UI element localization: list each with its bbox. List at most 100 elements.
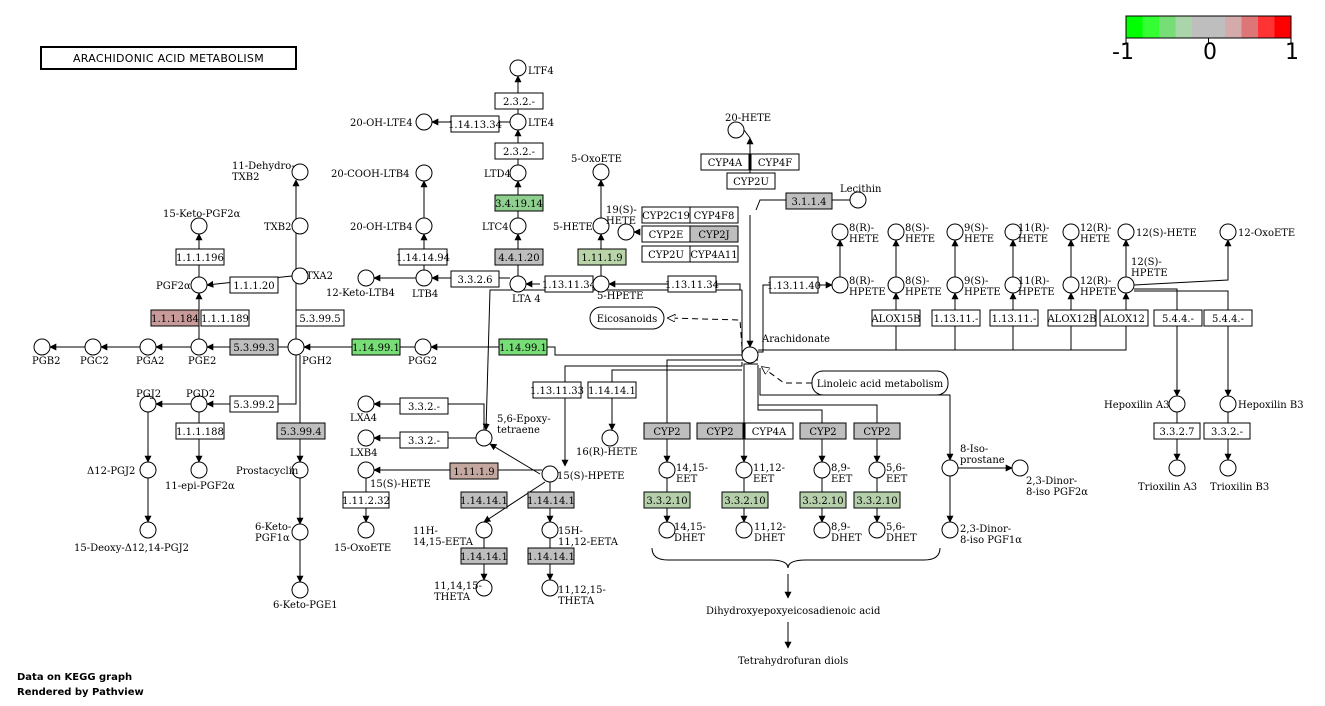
- compound-node[interactable]: 11(R)-HETE: [1004, 223, 1049, 245]
- enzyme-1-14-99-1[interactable]: 1.14.99.1: [351, 338, 401, 356]
- compound-node[interactable]: Trioxilin B3: [1210, 459, 1269, 493]
- enzyme-3-3-2-10[interactable]: 3.3.2.10: [721, 491, 769, 509]
- enzyme-CYP2[interactable]: CYP2: [643, 422, 691, 440]
- compound-node[interactable]: PGD2: [186, 389, 215, 413]
- compound-node[interactable]: PGJ2: [136, 389, 161, 413]
- enzyme-CYP2[interactable]: CYP2: [696, 422, 744, 440]
- compound-node[interactable]: 6-Keto-PGE1: [273, 581, 338, 611]
- enzyme-1-14-14-1[interactable]: 1.14.14.1: [460, 547, 508, 565]
- compound-node[interactable]: 20-HETE: [725, 113, 771, 139]
- compound-node[interactable]: 11-Dehydro-TXB2: [232, 161, 309, 183]
- compound-node[interactable]: 2,3-Dinor-8-iso PGF1α: [941, 521, 1022, 546]
- compound-node[interactable]: 9(S)-HETE: [946, 223, 994, 245]
- compound-node[interactable]: 6-Keto-PGF1α: [255, 522, 309, 544]
- enzyme-3-1-1-4[interactable]: 3.1.1.4: [785, 192, 833, 210]
- compound-node[interactable]: 12(S)-HPETE: [1117, 257, 1168, 294]
- compound-node[interactable]: Trioxilin A3: [1138, 459, 1197, 493]
- compound-node[interactable]: 11,12-EET: [735, 461, 785, 485]
- enzyme-CYP2E[interactable]: CYP2E: [641, 225, 691, 243]
- compound-node[interactable]: PGA2: [136, 338, 164, 367]
- enzyme-ALOX12B[interactable]: ALOX12B: [1046, 309, 1097, 327]
- compound-node[interactable]: Prostacyclin: [236, 461, 309, 479]
- compound-node[interactable]: 8(R)-HETE: [831, 223, 879, 245]
- compound-node[interactable]: 15(S)-HETE: [357, 461, 431, 490]
- enzyme-5-3-99-5[interactable]: 5.3.99.5: [295, 309, 345, 327]
- enzyme-CYP2U[interactable]: CYP2U: [726, 172, 776, 190]
- compound-node[interactable]: 8,9-EET: [813, 461, 853, 485]
- enzyme-5-4-4-[interactable]: 5.4.4.-: [1153, 309, 1203, 327]
- compound-node[interactable]: 5,6-DHET: [868, 521, 917, 544]
- compound-node[interactable]: 11H-14,15-EETA: [413, 521, 493, 548]
- compound-node[interactable]: 15(S)-HPETE: [541, 465, 624, 483]
- enzyme-1-14-14-1[interactable]: 1.14.14.1: [527, 491, 575, 509]
- enzyme-1-14-99-1[interactable]: 1.14.99.1: [498, 338, 548, 356]
- enzyme-1-14-14-1[interactable]: 1.14.14.1: [460, 491, 508, 509]
- compound-node[interactable]: 11,12-DHET: [735, 521, 786, 544]
- enzyme-1-11-1-9[interactable]: 1.11.1.9: [577, 248, 627, 266]
- compound-node[interactable]: 15H-11,12-EETA: [541, 521, 619, 548]
- enzyme-CYP4F[interactable]: CYP4F: [750, 153, 800, 171]
- compound-node[interactable]: LTD4: [484, 164, 527, 182]
- enzyme-3-3-2-10[interactable]: 3.3.2.10: [643, 491, 691, 509]
- map-link-m2[interactable]: Linoleic acid metabolism: [811, 370, 949, 396]
- enzyme-1-13-11-[interactable]: 1.13.11.-: [989, 309, 1039, 327]
- compound-node[interactable]: 12(R)-HPETE: [1062, 276, 1117, 298]
- enzyme-1-1-1-189[interactable]: 1.1.1.189: [200, 309, 250, 327]
- enzyme-3-3-2-[interactable]: 3.3.2.-: [399, 431, 449, 449]
- enzyme-1-13-11-34[interactable]: 1.13.11.34: [665, 275, 719, 293]
- compound-node[interactable]: 5,6-EET: [868, 461, 908, 485]
- enzyme-1-13-11-34[interactable]: 1.13.11.34: [542, 275, 596, 293]
- compound-node[interactable]: 11,12,15-THETA: [541, 579, 606, 607]
- enzyme-2-3-2-[interactable]: 2.3.2.-: [494, 92, 544, 110]
- compound-node[interactable]: PGE2: [188, 338, 216, 367]
- enzyme-1-11-2-32[interactable]: 1.11.2.32: [342, 491, 390, 509]
- compound-node[interactable]: 20-COOH-LTB4: [331, 164, 433, 182]
- compound-node[interactable]: 20-OH-LTB4: [350, 217, 433, 235]
- compound-node[interactable]: 12-Keto-LTB4: [326, 269, 395, 299]
- enzyme-3-3-2-6[interactable]: 3.3.2.6: [450, 270, 500, 288]
- compound-node[interactable]: 5,6-Epoxy-tetraene: [475, 414, 551, 447]
- compound-node[interactable]: 12(S)-HETE: [1117, 223, 1197, 241]
- enzyme-1-14-13-34[interactable]: 1.14.13.34: [448, 115, 502, 133]
- enzyme-CYP2J[interactable]: CYP2J: [689, 225, 739, 243]
- enzyme-3-3-2-10[interactable]: 3.3.2.10: [799, 491, 847, 509]
- compound-node[interactable]: LTE4: [509, 113, 554, 131]
- compound-node[interactable]: Lecithin: [840, 184, 882, 209]
- enzyme-CYP4F8[interactable]: CYP4F8: [689, 206, 739, 224]
- enzyme-3-3-2-[interactable]: 3.3.2.-: [1203, 422, 1251, 440]
- enzyme-CYP4A[interactable]: CYP4A: [700, 153, 750, 171]
- enzyme-1-14-14-1[interactable]: 1.14.14.1: [527, 547, 575, 565]
- enzyme-1-1-1-196[interactable]: 1.1.1.196: [175, 248, 225, 266]
- enzyme-1-14-14-1[interactable]: 1.14.14.1: [587, 381, 637, 399]
- enzyme-CYP4A11[interactable]: CYP4A11: [689, 245, 739, 263]
- enzyme-3-3-2-[interactable]: 3.3.2.-: [399, 397, 449, 415]
- enzyme-1-13-11-40[interactable]: 1.13.11.40: [767, 276, 821, 294]
- enzyme-CYP2[interactable]: CYP2: [853, 422, 901, 440]
- enzyme-3-4-19-14[interactable]: 3.4.19.14: [494, 194, 544, 212]
- compound-node[interactable]: 5-OxoETE: [571, 154, 622, 181]
- enzyme-1-13-11-33[interactable]: 1.13.11.33: [530, 381, 584, 399]
- enzyme-1-1-1-188[interactable]: 1.1.1.188: [175, 422, 225, 440]
- compound-node[interactable]: 8(S)-HETE: [887, 223, 935, 245]
- compound-node[interactable]: 19(S)-HETE: [606, 205, 637, 241]
- enzyme-5-4-4-[interactable]: 5.4.4.-: [1203, 309, 1253, 327]
- compound-node[interactable]: 14,15-EET: [658, 461, 708, 485]
- enzyme-3-3-2-7[interactable]: 3.3.2.7: [1153, 422, 1201, 440]
- compound-node[interactable]: LTB4: [412, 269, 438, 300]
- compound-node[interactable]: 8(R)-HPETE: [831, 276, 886, 298]
- compound-node[interactable]: 2,3-Dinor-8-iso PGF2α: [1011, 459, 1088, 498]
- enzyme-1-1-1-20[interactable]: 1.1.1.20: [229, 276, 279, 294]
- enzyme-5-3-99-2[interactable]: 5.3.99.2: [229, 395, 279, 413]
- compound-node[interactable]: LTA 4: [509, 275, 541, 305]
- enzyme-CYP2[interactable]: CYP2: [799, 422, 847, 440]
- compound-node[interactable]: 9(S)-HPETE: [946, 276, 1001, 298]
- enzyme-5-3-99-4[interactable]: 5.3.99.4: [276, 422, 326, 440]
- compound-node[interactable]: 15-OxoETE: [334, 521, 391, 554]
- enzyme-CYP4A[interactable]: CYP4A: [744, 422, 794, 440]
- compound-node[interactable]: 8(S)-HPETE: [887, 276, 942, 298]
- compound-node[interactable]: LTC4: [482, 217, 527, 235]
- enzyme-5-3-99-3[interactable]: 5.3.99.3: [229, 338, 279, 356]
- compound-node[interactable]: 5-HETE: [553, 217, 610, 235]
- compound-node[interactable]: 14,15-DHET: [658, 521, 706, 544]
- compound-node[interactable]: 11(R)-HPETE: [1004, 276, 1055, 298]
